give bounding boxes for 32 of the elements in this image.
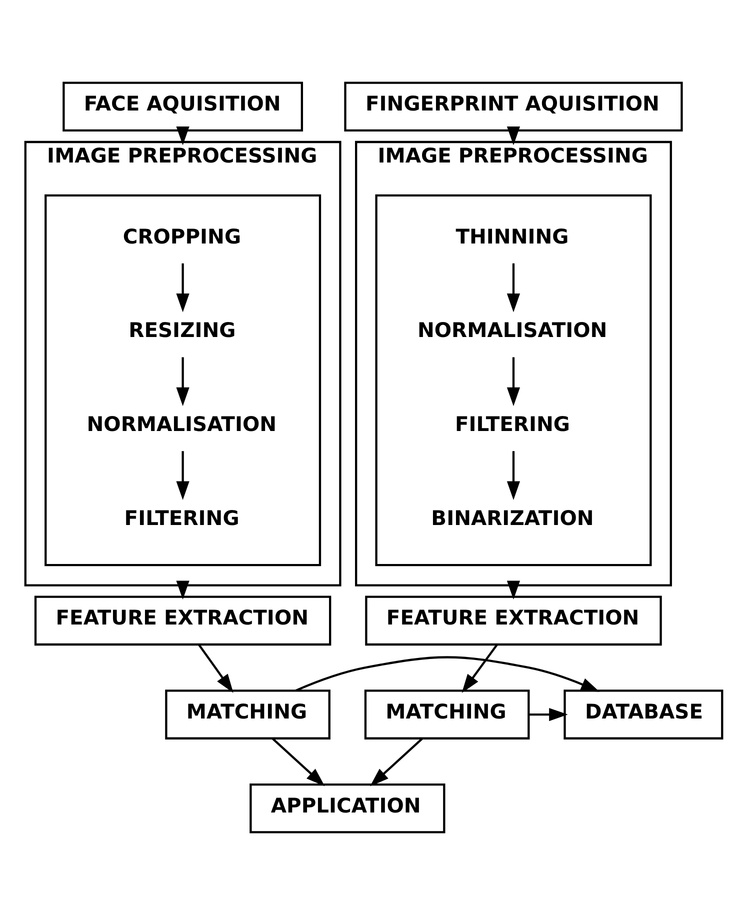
node-text: THINNING [456,224,569,248]
node-text: FILTERING [124,506,240,530]
node-text: RESIZING [128,318,236,342]
arrow [272,738,325,786]
node-text: NORMALISATION [417,318,608,342]
arrow [176,580,190,600]
arrow [176,451,190,500]
node-box: FEATURE EXTRACTION [365,596,662,646]
arrow [506,357,520,406]
arrow [176,263,190,312]
node-text: FILTERING [455,412,570,436]
cluster [375,194,652,566]
arrow [506,580,520,600]
node-box: APPLICATION [250,783,446,834]
arrow [370,738,424,786]
arrow [176,357,190,406]
node-box: MATCHING [165,690,330,740]
arrow [506,126,520,146]
arrow [462,644,498,693]
node-box: FEATURE EXTRACTION [34,596,332,646]
node-box: DATABASE [564,690,724,740]
arrow [198,644,234,693]
node-text: BINARIZATION [431,506,594,530]
arrow [506,263,520,312]
cluster [44,194,322,566]
arrow [295,656,600,692]
node-text: CROPPING [122,224,242,248]
node-text: NORMALISATION [86,412,277,436]
node-box: MATCHING [364,690,530,740]
arrow [176,126,190,146]
arrow [528,708,568,722]
arrow [506,451,520,500]
